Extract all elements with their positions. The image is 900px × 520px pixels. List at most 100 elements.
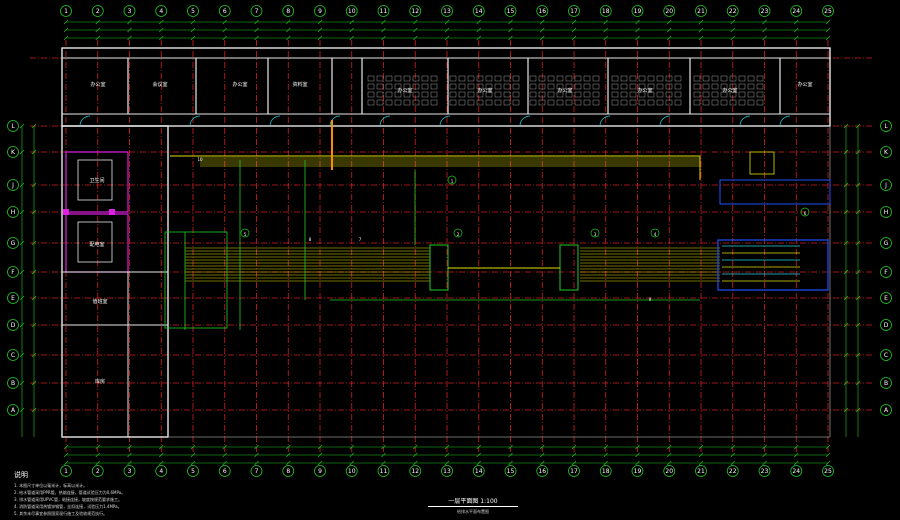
dimension-tick xyxy=(95,460,100,466)
desk-1 xyxy=(458,91,466,98)
desk-2 xyxy=(565,83,573,90)
pipe-network xyxy=(164,120,831,330)
dimension-tick xyxy=(855,240,861,246)
dimension-tick xyxy=(843,209,849,215)
dimension-tick xyxy=(855,149,861,155)
notes-line-4: 4. 消防管道采用热镀锌钢管，丝扣连接，试验压力1.4MPa。 xyxy=(14,504,122,509)
dimension-tick xyxy=(476,19,481,25)
dimension-tick xyxy=(794,444,799,450)
desk-0 xyxy=(403,83,411,90)
desk-4 xyxy=(720,75,728,82)
room-label-13: 值班室 xyxy=(92,298,107,305)
desk-4 xyxy=(711,75,719,82)
dimension-tick xyxy=(159,452,164,458)
door-swing-9 xyxy=(739,115,751,127)
desk-3 xyxy=(629,99,637,106)
dimension-tick xyxy=(286,452,291,458)
dimension-tick xyxy=(127,444,132,450)
dimension-tick xyxy=(413,460,418,466)
dimension-tick xyxy=(19,269,25,275)
dimension-tick xyxy=(254,27,259,33)
dimension-tick xyxy=(698,460,704,466)
desk-1 xyxy=(467,91,475,98)
axis-bubble-bottom-7-circle xyxy=(250,465,263,477)
dimension-tick xyxy=(381,19,386,25)
axis-bubble-right-6-circle xyxy=(880,266,892,278)
dimension-tick xyxy=(794,27,799,33)
dimension-tick xyxy=(31,123,37,129)
desk-4 xyxy=(738,83,746,90)
dimension-tick xyxy=(317,444,323,450)
desk-1 xyxy=(494,83,502,90)
desk-0 xyxy=(430,91,438,98)
room-label-5: 办公室 xyxy=(397,87,412,94)
axis-bubble-bottom-4-circle xyxy=(155,465,168,477)
pipe-tag-circle-3 xyxy=(650,228,660,238)
axis-bubble-top-16-circle xyxy=(536,5,549,17)
desk-1 xyxy=(476,91,484,98)
desk-1 xyxy=(476,99,484,106)
axis-bubble-bottom-1-circle xyxy=(60,465,72,477)
desk-4 xyxy=(747,91,755,98)
axis-bubble-left-2-label: K xyxy=(11,149,16,156)
dimension-tick xyxy=(159,460,164,466)
room-label-8: 办公室 xyxy=(637,87,652,94)
axis-bubble-bottom-23-label: 23 xyxy=(761,468,769,475)
desk-1 xyxy=(458,75,466,82)
axis-bubble-right-6-label: F xyxy=(884,269,888,276)
dimension-tick xyxy=(317,35,323,41)
axis-bubble-left-4-label: H xyxy=(11,209,16,216)
west-wing-outline xyxy=(61,125,169,438)
dimension-tick xyxy=(843,123,849,129)
dimension-tick xyxy=(762,19,767,25)
axis-bubble-top-11-circle xyxy=(377,5,390,17)
desk-4 xyxy=(747,83,755,90)
dimension-tick xyxy=(444,19,450,25)
axis-bubble-right-3-label: J xyxy=(884,182,887,189)
room-label-12: 配电室 xyxy=(89,241,104,248)
drawing-title-block: 一层平面图 1:100 给排水平面布置图 xyxy=(428,496,518,515)
door-swing-1 xyxy=(189,115,201,127)
desk-3 xyxy=(629,91,637,98)
notes-line-1: 1. 本图尺寸单位以毫米计，标高以米计。 xyxy=(14,483,88,488)
desk-4 xyxy=(711,99,719,106)
dimension-tick xyxy=(698,444,704,450)
pipe-tag-circle-1 xyxy=(453,228,463,238)
dimension-tick xyxy=(667,19,672,25)
dimension-tick xyxy=(349,19,354,25)
dimension-tick xyxy=(31,322,37,328)
axis-bubble-bottom-14-label: 14 xyxy=(475,468,483,475)
axis-bubble-top-10-circle xyxy=(345,5,358,17)
desk-2 xyxy=(574,83,582,90)
axis-bubble-top-2-circle xyxy=(91,5,104,17)
desk-2 xyxy=(592,83,600,90)
desk-0 xyxy=(403,99,411,106)
dimension-tick xyxy=(730,19,735,25)
axis-bubble-bottom-19-circle xyxy=(631,465,644,477)
axis-bubble-bottom-3-label: 3 xyxy=(128,468,132,475)
desk-2 xyxy=(529,99,537,106)
desk-0 xyxy=(376,75,384,82)
restroom-block-upper xyxy=(65,151,129,213)
axis-bubble-bottom-18-label: 18 xyxy=(602,468,610,475)
notes-title: 说明 xyxy=(14,471,28,479)
axis-bubble-bottom-18-circle xyxy=(599,465,612,477)
desk-3 xyxy=(647,83,655,90)
dimension-tick xyxy=(444,452,450,458)
desk-0 xyxy=(367,75,375,82)
desk-2 xyxy=(565,75,573,82)
dimension-tick xyxy=(190,19,196,25)
axis-bubble-right-2-circle xyxy=(880,146,892,158)
desk-2 xyxy=(547,75,555,82)
pipe-tag-label-9: 9 xyxy=(649,297,652,302)
dimension-tick xyxy=(95,19,100,25)
desk-2 xyxy=(538,99,546,106)
desk-1 xyxy=(512,83,520,90)
dimension-tick xyxy=(254,452,259,458)
desk-2 xyxy=(538,75,546,82)
room-label-6: 办公室 xyxy=(477,87,492,94)
desk-1 xyxy=(512,99,520,106)
axis-bubble-bottom-22-label: 22 xyxy=(729,468,737,475)
desk-4 xyxy=(747,75,755,82)
desk-1 xyxy=(485,91,493,98)
